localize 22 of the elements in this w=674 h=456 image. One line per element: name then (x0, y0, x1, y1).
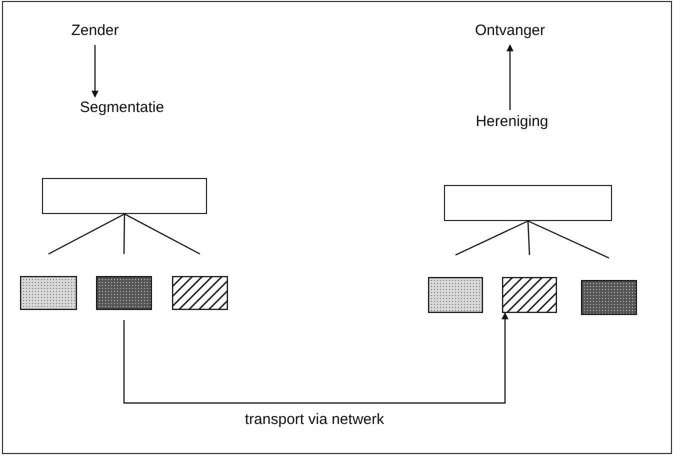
connector-line (528, 220, 610, 259)
message-box (42, 178, 207, 214)
packet-block (96, 276, 152, 310)
connector-line (527, 220, 530, 256)
arrow (92, 45, 98, 98)
packet-block (172, 276, 228, 310)
packet-block (20, 276, 77, 310)
node-label: Zender (55, 22, 135, 42)
node-label: Segmentatie (67, 99, 177, 119)
packet-block (428, 277, 483, 313)
message-box (444, 185, 612, 221)
connector-line (455, 220, 528, 256)
node-label: Ontvanger (464, 22, 556, 42)
arrow (506, 44, 514, 110)
node-label: Hereniging (462, 113, 562, 133)
connector-line (124, 213, 200, 255)
packet-block (581, 280, 637, 315)
packet-block (502, 277, 557, 313)
arrow (123, 312, 508, 404)
edge-label: transport via netwerk (242, 411, 386, 428)
connector-line (48, 213, 125, 255)
connector-line (123, 214, 126, 254)
